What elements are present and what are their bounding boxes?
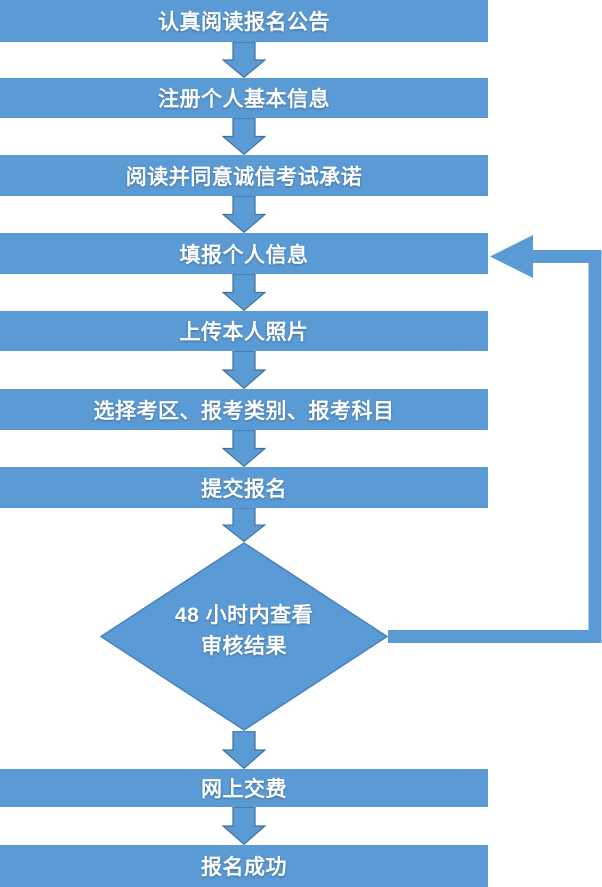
step-register-info: 注册个人基本信息	[0, 78, 488, 118]
step-label: 填报个人信息	[179, 243, 309, 267]
step-label: 认真阅读报名公告	[158, 11, 330, 34]
step-label: 注册个人基本信息	[158, 88, 330, 111]
step-label: 阅读并同意诚信考试承诺	[125, 165, 363, 189]
diamond-shape-icon	[99, 542, 389, 731]
decision-label-line2: 审核结果	[201, 634, 287, 658]
step-upload-photo: 上传本人照片	[0, 311, 488, 351]
decision-review-result: 48 小时内查看 审核结果	[99, 542, 389, 731]
down-arrow-icon	[222, 274, 266, 311]
down-arrow-icon	[222, 508, 266, 542]
step-label: 选择考区、报考类别、报考科目	[93, 399, 395, 423]
step-label: 上传本人照片	[179, 321, 309, 344]
down-arrow-icon	[222, 118, 266, 155]
decision-label-line1: 48 小时内查看	[174, 603, 314, 627]
down-arrow-icon	[222, 42, 266, 78]
step-fill-personal-info: 填报个人信息	[0, 233, 488, 274]
step-label: 网上交费	[201, 778, 287, 801]
down-arrow-icon	[222, 351, 266, 389]
step-agree-commitment: 阅读并同意诚信考试承诺	[0, 155, 488, 196]
step-select-exam-options: 选择考区、报考类别、报考科目	[0, 389, 488, 430]
decision-label: 48 小时内查看 审核结果	[100, 536, 388, 725]
down-arrow-icon	[222, 731, 266, 769]
down-arrow-icon	[222, 430, 266, 467]
step-submit-registration: 提交报名	[0, 467, 488, 508]
step-label: 报名成功	[201, 856, 287, 879]
step-read-announcement: 认真阅读报名公告	[0, 0, 488, 42]
step-registration-success: 报名成功	[0, 845, 488, 887]
down-arrow-icon	[222, 196, 266, 233]
step-label: 提交报名	[201, 477, 287, 501]
step-pay-online: 网上交费	[0, 769, 488, 807]
down-arrow-icon	[222, 807, 266, 845]
arrow-left-icon	[490, 235, 533, 278]
